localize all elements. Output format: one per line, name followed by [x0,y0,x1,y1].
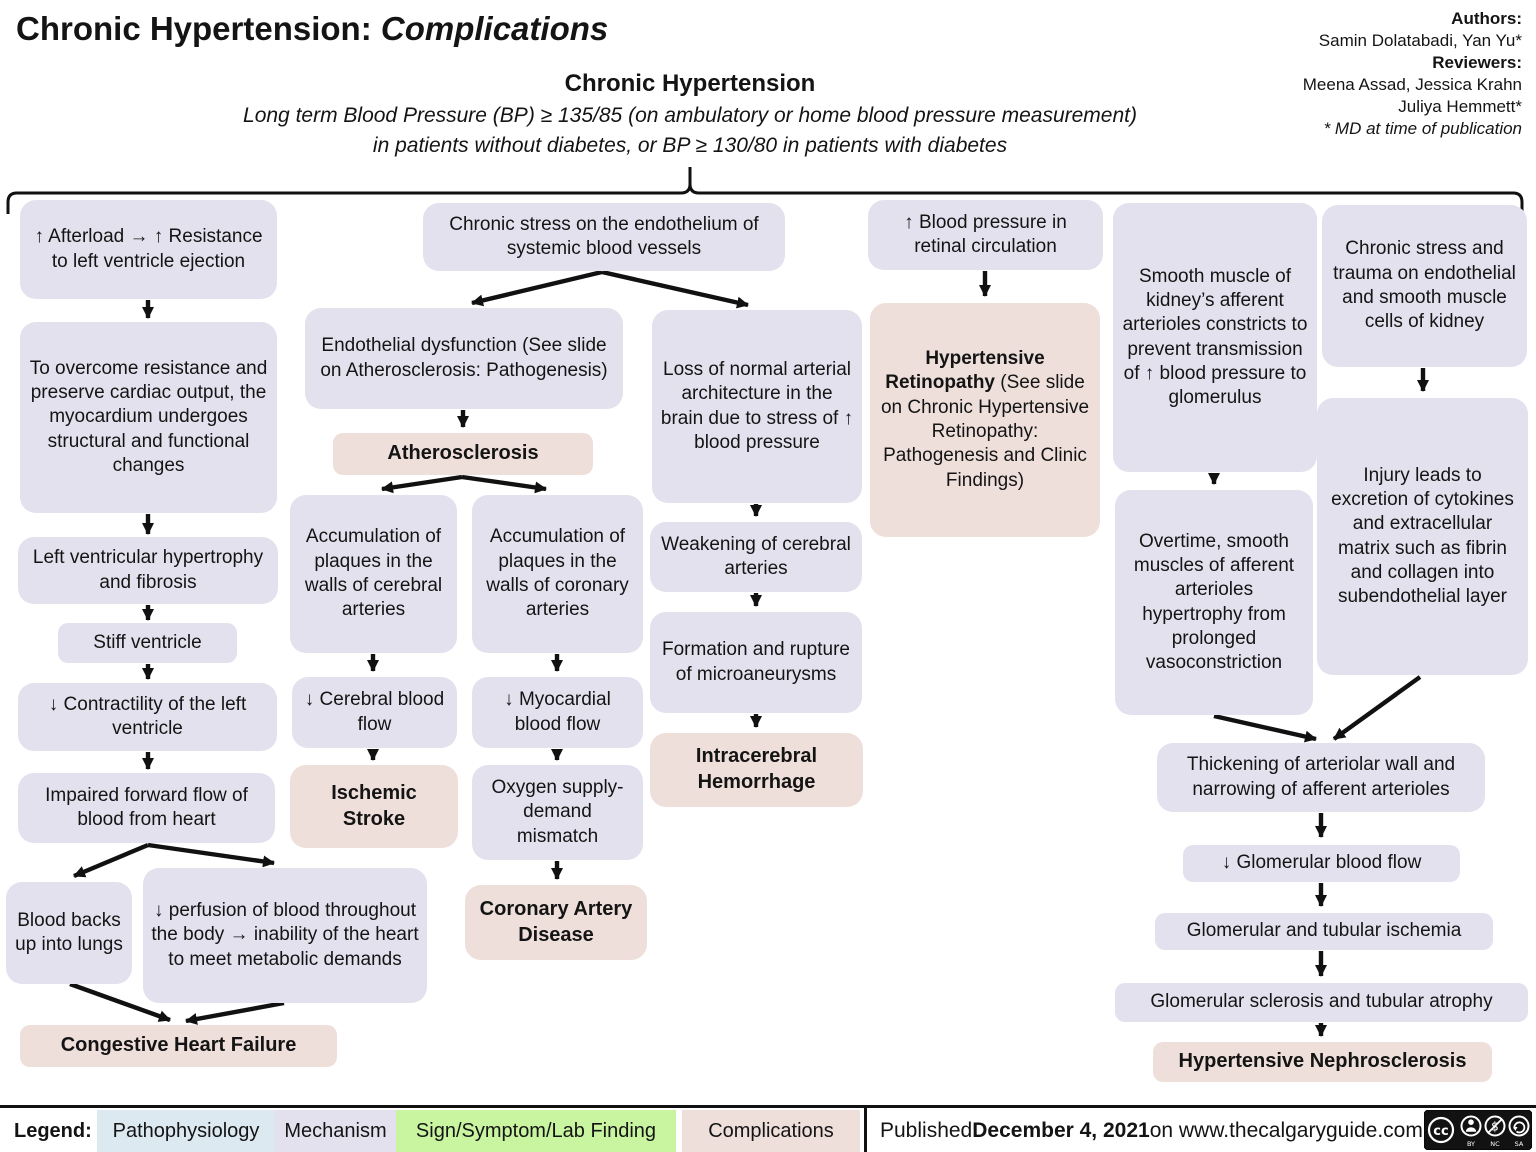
box-decreased-contractility: ↓ Contractility of the left ventricle [18,683,277,751]
box-cerebral-plaques: Accumulation of plaques in the walls of … [290,495,457,653]
box-coronary-plaques: Accumulation of plaques in the walls of … [472,495,643,653]
box-stiff-ventricle: Stiff ventricle [58,623,237,663]
box-hypertensive-retinopathy: Hypertensive Retinopathy (See slide on C… [870,303,1100,537]
page-title-main: Chronic Hypertension: [16,10,381,47]
cc-by-icon: BY [1460,1115,1482,1148]
box-glomerular-sclerosis: Glomerular sclerosis and tubular atrophy [1115,983,1528,1022]
box-increased-afterload: ↑ Afterload → ↑ Resistance to left ventr… [20,200,277,299]
box-afferent-hypertrophy: Overtime, smooth muscles of afferent art… [1115,490,1313,715]
box-decreased-cerebral-flow: ↓ Cerebral blood flow [292,677,457,748]
box-decreased-glomerular-flow: ↓ Glomerular blood flow [1183,845,1460,882]
definition-line-2: in patients without diabetes, or BP ≥ 13… [372,134,1008,157]
legend-label: Legend: [14,1119,92,1142]
page-title: Chronic Hypertension: Complications [16,10,608,48]
svg-text:cc: cc [1433,1124,1448,1139]
box-impaired-forward-flow: Impaired forward flow of blood from hear… [18,773,275,843]
box-injury-excretion: Injury leads to excretion of cytokines a… [1317,398,1528,675]
box-hypertensive-nephrosclerosis: Hypertensive Nephrosclerosis [1153,1042,1492,1082]
footer-divider-line [0,1105,1536,1108]
box-retinal-bp: ↑ Blood pressure in retinal circulation [868,200,1103,270]
credits-block: Authors: Samin Dolatabadi, Yan Yu* Revie… [1303,8,1522,141]
footer-vertical-divider [864,1105,867,1152]
reviewers-names-1: Meena Assad, Jessica Krahn [1302,75,1522,95]
published-prefix: Published [880,1119,973,1142]
cc-license-badge: cc BY $ NC SA [1423,1109,1533,1152]
reviewers-names-2: Juliya Hemmett* [1398,97,1522,117]
box-intracerebral-hemorrhage: Intracerebral Hemorrhage [650,733,863,807]
published-site: on www.thecalgaryguide.com [1149,1119,1423,1142]
box-decreased-myocardial-flow: ↓ Myocardial blood flow [472,677,643,748]
published-date: December 4, 2021 [972,1119,1150,1142]
box-myocardium-changes: To overcome resistance and preserve card… [20,322,277,513]
hypertensive-retinopathy-note: (See slide on Chronic Hypertensive Retin… [880,372,1090,491]
credits-note: * MD at time of publication [1323,119,1522,139]
box-kidney-cell-stress: Chronic stress and trauma on endothelial… [1322,205,1527,367]
legend-item-mechanism: Mechanism [275,1110,396,1152]
box-weakening-cerebral-arteries: Weakening of cerebral arteries [650,522,862,592]
diagram-heading: Chronic Hypertension [564,70,816,97]
box-atherosclerosis: Atherosclerosis [333,433,593,475]
svg-text:NC: NC [1490,1140,1500,1148]
box-lv-hypertrophy: Left ventricular hypertrophy and fibrosi… [18,537,278,604]
box-arteriolar-thickening: Thickening of arteriolar wall and narrow… [1157,743,1485,812]
cc-nc-icon: $ NC [1484,1115,1506,1148]
box-loss-arterial-architecture: Loss of normal arterial architecture in … [652,310,862,503]
hypertensive-retinopathy-title: Hypertensive Retinopathy [885,348,1045,394]
definition-line-1: Long term Blood Pressure (BP) ≥ 135/85 (… [243,104,1137,127]
box-coronary-artery-disease: Coronary Artery Disease [465,885,647,960]
cc-logo-icon: cc [1427,1116,1455,1144]
box-chronic-endothelial-stress: Chronic stress on the endothelium of sys… [423,203,785,271]
reviewers-label: Reviewers: [1432,53,1522,73]
legend-item-sign-symptom: Sign/Symptom/Lab Finding [396,1110,676,1152]
box-microaneurysms: Formation and rupture of microaneurysms [650,612,862,713]
page-title-italic: Complications [380,10,609,47]
svg-text:SA: SA [1515,1140,1524,1148]
box-oxygen-mismatch: Oxygen supply-demand mismatch [472,765,643,860]
box-congestive-heart-failure: Congestive Heart Failure [20,1025,337,1067]
box-glomerular-ischemia: Glomerular and tubular ischemia [1155,913,1493,950]
authors-names: Samin Dolatabadi, Yan Yu* [1318,31,1522,51]
box-afferent-constriction: Smooth muscle of kidney’s afferent arter… [1113,203,1317,472]
box-ischemic-stroke: Ischemic Stroke [290,765,458,848]
legend-item-pathophysiology: Pathophysiology [97,1110,275,1152]
cc-sa-icon: SA [1508,1115,1530,1148]
box-blood-backs-up-lungs: Blood backs up into lungs [6,882,132,984]
box-decreased-perfusion: ↓ perfusion of blood throughout the body… [143,868,427,1003]
svg-text:BY: BY [1467,1140,1475,1148]
publication-info: Published December 4, 2021 on www.thecal… [880,1110,1423,1152]
authors-label: Authors: [1451,9,1522,28]
box-endothelial-dysfunction: Endothelial dysfunction (See slide on At… [305,308,623,409]
legend-item-complications: Complications [682,1110,860,1152]
